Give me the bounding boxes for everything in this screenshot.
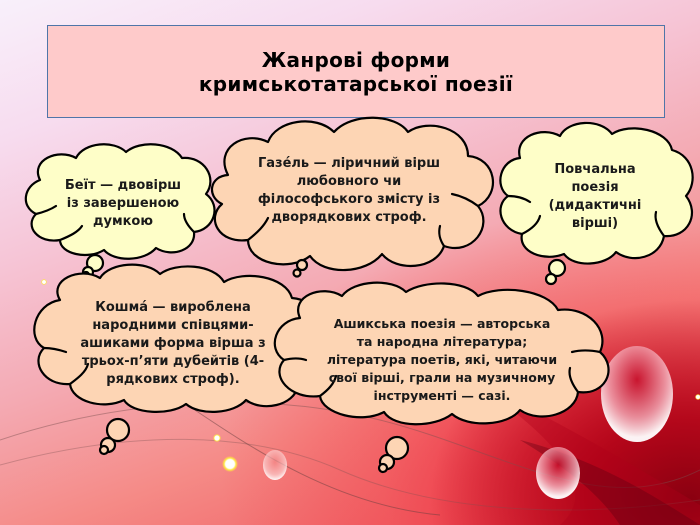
text-line: інструменті — сазі. <box>373 388 511 403</box>
text-line: свої вірші, грали на музичному <box>328 370 556 385</box>
text-line: (дидактичні <box>548 198 642 213</box>
text-line: та народна література; <box>356 334 528 349</box>
title-box: Жанрові форми кримськотатарської поезії <box>47 25 665 118</box>
text-line: думкою <box>93 214 153 229</box>
cloud-beit-text: Беїт — двовірш із завершеною думкою <box>40 168 206 240</box>
text-line: любовного чи <box>296 174 402 189</box>
text-line: трьох-п’яти дубейтів (4- <box>81 354 265 369</box>
text-line: вірші) <box>571 216 619 231</box>
bubble-decoration <box>263 450 287 480</box>
cloud-koshma-text: Кошма́ — вироблена народними співцями- а… <box>58 293 288 395</box>
text-line: Повчальна <box>554 162 636 177</box>
text-line: філософського змісту із <box>257 192 441 207</box>
text-line: народними співцями- <box>92 318 254 333</box>
text-line: із завершеною <box>66 196 180 211</box>
cloud-povchalna-text: Повчальна поезія (дидактичні вірші) <box>520 154 670 240</box>
cloud-gazel-text: Газе́ль — ліричний вірш любовного чи філ… <box>236 146 462 236</box>
text-line: дворядкових строф. <box>271 210 427 225</box>
text-line: Газе́ль — ліричний вірш <box>257 156 441 171</box>
text-line: Кошма́ — вироблена <box>95 300 251 315</box>
title-line-1: Жанрові форми <box>261 47 451 72</box>
text-line: Ашикська поезія — авторська <box>333 316 551 331</box>
text-line: поезія <box>571 180 619 195</box>
sparkle-decoration <box>222 456 238 472</box>
text-line: література поетів, які, читаючи <box>326 352 558 367</box>
text-line: рядкових строф). <box>106 372 240 387</box>
title-line-2: кримськотатарської поезії <box>198 71 514 96</box>
cloud-ashyk-text: Ашикська поезія — авторська та народна л… <box>300 311 584 409</box>
text-line: Беїт — двовірш <box>64 178 182 193</box>
text-line: ашиками форма вірша з <box>80 336 266 351</box>
